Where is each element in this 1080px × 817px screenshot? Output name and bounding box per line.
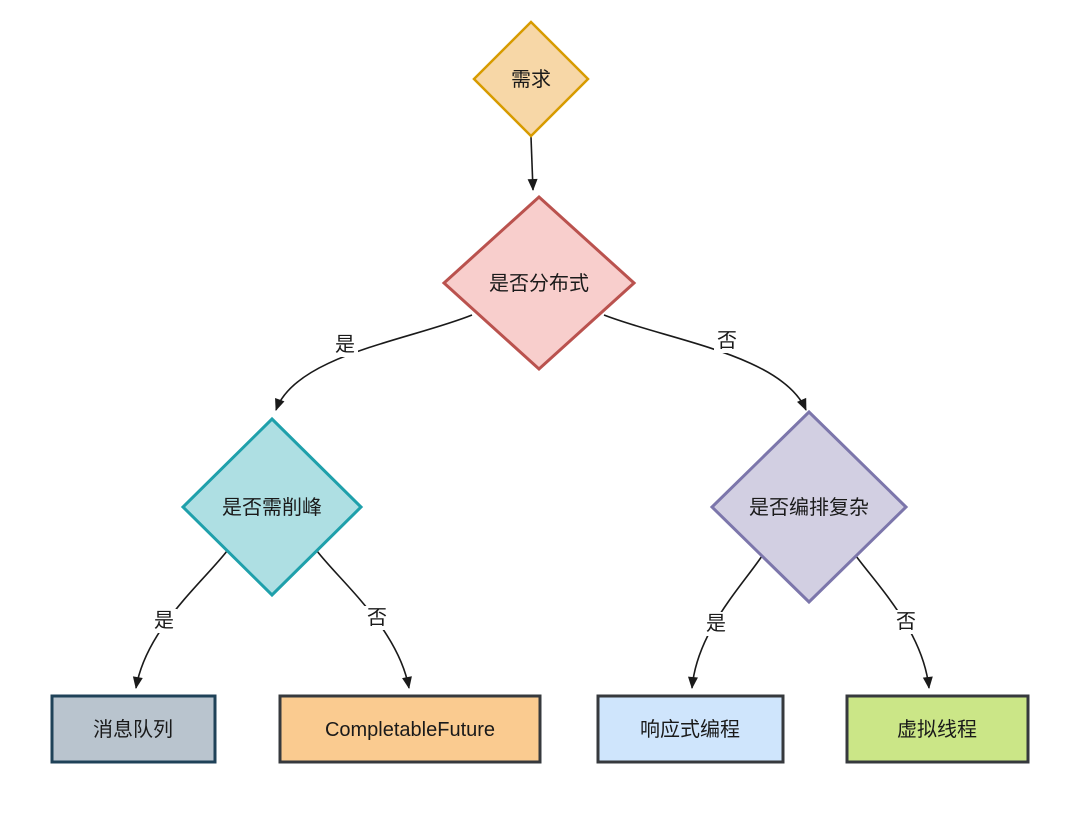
node-need-peak-shaving-shape xyxy=(180,416,364,598)
edge-distributed-no xyxy=(603,314,807,411)
edge-peakshaving-no xyxy=(316,550,412,689)
node-virtual-threads-shape xyxy=(845,694,1030,764)
node-reactive-programming-label: 响应式编程 xyxy=(640,719,740,741)
node-virtual-threads-label: 虚拟线程 xyxy=(897,719,977,741)
edge-label-orchestration-no: 否 xyxy=(893,610,919,634)
node-message-queue-label: 消息队列 xyxy=(93,719,173,741)
node-completable-future-shape xyxy=(278,694,542,764)
node-is-distributed-shape xyxy=(441,194,637,372)
node-reactive-programming-shape xyxy=(596,694,785,764)
node-completable-future-label: CompletableFuture xyxy=(324,719,496,741)
node-is-orchestration-complex-label: 是否编排复杂 xyxy=(749,497,869,519)
node-is-orchestration-complex-shape xyxy=(709,409,909,605)
node-message-queue-shape xyxy=(50,694,217,764)
edge-peakshaving-yes xyxy=(132,550,228,689)
edge-distributed-yes xyxy=(275,314,473,411)
edge-label-peakshaving-yes: 是 xyxy=(151,609,177,633)
node-requirement-label: 需求 xyxy=(511,69,551,91)
node-requirement-shape xyxy=(472,20,590,138)
edge-label-orchestration-yes: 是 xyxy=(703,612,729,636)
edge-label-distributed-no: 否 xyxy=(714,329,740,353)
edge-requirement-to-distributed xyxy=(527,136,538,191)
edge-label-peakshaving-no: 否 xyxy=(364,606,390,630)
edge-label-distributed-yes: 是 xyxy=(332,333,358,357)
node-is-distributed-label: 是否分布式 xyxy=(489,273,589,295)
node-need-peak-shaving-label: 是否需削峰 xyxy=(222,497,322,519)
